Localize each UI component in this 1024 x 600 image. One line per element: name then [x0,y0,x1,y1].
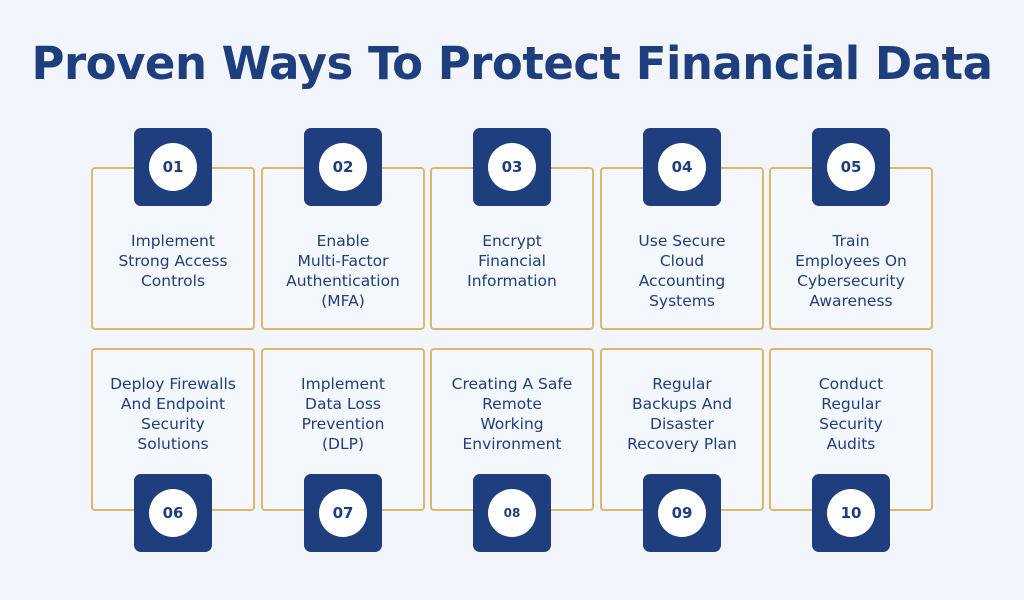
step-number: 04 [658,143,706,191]
step-description-line: Backups And [631,395,733,413]
step-description-line: Authentication [286,272,400,290]
step-description-line: Employees On [795,252,907,270]
step-description-line: Disaster [650,415,714,433]
step-description-line: Solutions [137,435,209,453]
step-description-line: Encrypt [482,232,542,250]
step-description-line: (DLP) [321,435,364,453]
step-description-line: Awareness [809,292,893,310]
step-number: 09 [658,489,706,537]
step-number-badge: 09 [643,474,721,552]
step-description-line: Cloud [659,252,705,270]
step-number-badge: 04 [643,128,721,206]
step-number-badge: 07 [304,474,382,552]
step-description-line: Remote [482,395,542,413]
step-description-line: Creating A Safe [451,375,573,393]
step-description-line: Security [141,415,205,433]
step-number-badge: 01 [134,128,212,206]
step-description-line: Prevention [301,415,385,433]
step-description-line: Controls [140,272,206,290]
page-title: Proven Ways To Protect Financial Data [31,37,993,90]
step-number: 02 [319,143,367,191]
step-description-line: And Endpoint [120,395,226,413]
step-description-line: Systems [649,292,715,310]
step-number-badge: 03 [473,128,551,206]
step-number: 06 [149,489,197,537]
step-number: 01 [149,143,197,191]
step-description-line: Conduct [818,375,884,393]
step-number-badge: 08 [473,474,551,552]
step-description-line: Implement [301,375,385,393]
step-description-line: Working [480,415,544,433]
step-description-line: Recovery Plan [627,435,737,453]
step-description-line: Strong Access [118,252,228,270]
step-description-line: Regular [821,395,881,413]
step-description-line: Audits [826,435,876,453]
step-number: 08 [488,489,536,537]
step-description-line: Cybersecurity [797,272,905,290]
step-description-line: Financial [478,252,546,270]
step-description-line: Deploy Firewalls [110,375,236,393]
step-description-line: Use Secure [638,232,726,250]
step-description-line: Train [832,232,870,250]
step-description-line: Security [819,415,883,433]
step-number: 03 [488,143,536,191]
step-description-line: Implement [131,232,215,250]
step-number: 07 [319,489,367,537]
step-number-badge: 10 [812,474,890,552]
step-description-line: Data Loss [305,395,381,413]
step-description-line: (MFA) [321,292,365,310]
step-number-badge: 06 [134,474,212,552]
step-description-line: Information [467,272,557,290]
step-number-badge: 02 [304,128,382,206]
step-description-line: Environment [462,435,562,453]
step-description-line: Regular [652,375,712,393]
step-number: 10 [827,489,875,537]
step-description-line: Accounting [638,272,726,290]
step-number: 05 [827,143,875,191]
step-number-badge: 05 [812,128,890,206]
step-description-line: Multi-Factor [297,252,389,270]
step-description-line: Enable [316,232,370,250]
